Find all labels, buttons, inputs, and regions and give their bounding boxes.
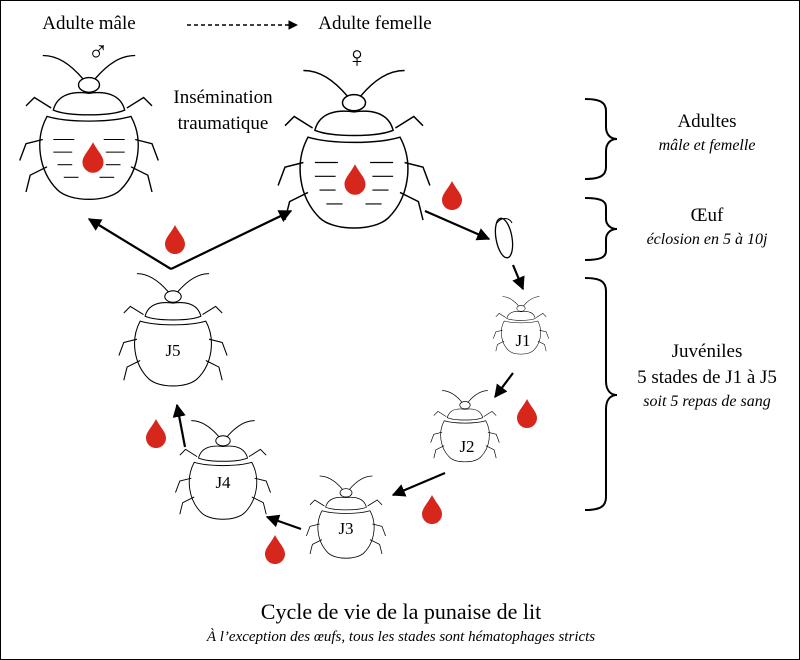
juveniles-brace [584,277,618,511]
adults-brace [584,98,618,180]
arrow-j3-to-j4 [265,514,302,531]
stage-label-j2: J2 [459,437,475,456]
stage-label-j3: J3 [338,519,354,538]
adults-group-subtitle: mâle et femelle [658,137,756,154]
egg-shape [494,217,514,259]
stage-label-j5: J5 [165,341,181,360]
juveniles-group-subtitle: soit 5 repas de sang [643,393,771,410]
juveniles-group-line2: 5 stades de J1 à J5 [637,367,777,388]
juveniles-group-title: Juvéniles [671,341,743,362]
adult-male-bug [19,54,159,201]
egg-group-title: Œuf [690,205,724,226]
male-symbol-icon: ♂ [87,37,109,68]
blood-drop-icon [146,419,166,448]
arrow-j4-to-j5 [172,403,187,448]
juvenile-j5-bug [118,273,228,387]
blood-drop-icon [422,495,442,524]
stage-label-j1: J1 [515,331,531,350]
juvenile-j4-bug [175,420,271,520]
arrow-j5-to-female [170,210,293,270]
female-symbol-icon: ♀ [345,41,369,74]
arrow-egg-to-j1 [511,264,525,291]
juvenile-j3-bug [306,475,386,559]
adult-female-label: Adulte femelle [318,13,432,34]
egg-group-subtitle: éclosion en 5 à 10j [646,231,768,248]
blood-drop-icon [442,181,462,210]
blood-drop-icon [517,399,537,428]
egg-brace [584,197,618,261]
caption-subtitle: À l’exception des œufs, tous les stades … [206,629,596,645]
adults-group-title: Adultes [677,111,737,132]
stage-label-j4: J4 [215,473,231,492]
blood-drop-icon [165,225,185,254]
arrow-female-to-egg [424,209,491,241]
insemination-label-line2: traumatique [177,113,269,134]
caption-title: Cycle de vie de la punaise de lit [260,599,542,624]
blood-drop-icon [265,535,285,564]
adult-female-bug [277,69,431,229]
arrow-j5-to-male [87,218,172,270]
adult-male-label: Adulte mâle [42,13,136,34]
arrow-j1-to-j2 [494,372,514,399]
arrow-j2-to-j3 [391,471,446,497]
insemination-label-line1: Insémination [173,87,273,108]
